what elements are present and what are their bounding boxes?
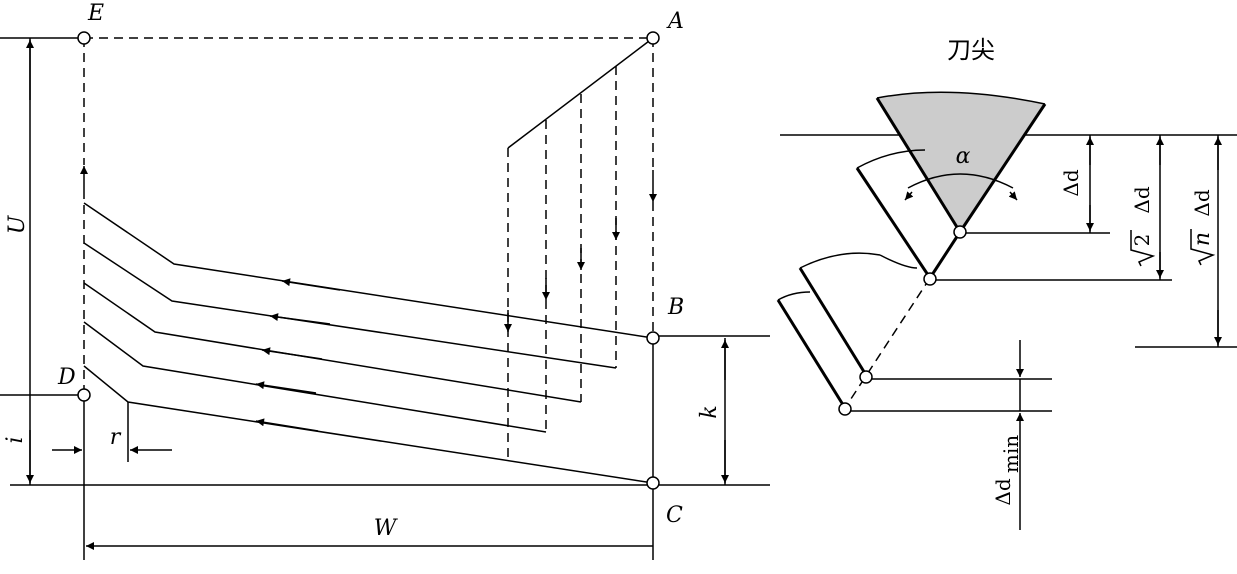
pass-arrow-1 [281,278,341,291]
r-label: r [110,425,122,450]
i-label: i [3,436,28,443]
final-pass [83,365,654,484]
tool-right-flank [958,103,1047,233]
tool-outline-1-right [928,231,962,279]
delta-d-label: Δd [1059,169,1083,196]
infeed-dashed-line [844,277,931,409]
tool-top-edge [876,91,1046,105]
tip-point-2 [923,272,937,286]
sqrt2-delta: Δd [1130,186,1154,213]
dmin-sub: min [999,435,1023,473]
infeed-diagonal [507,37,654,149]
sqrt2-label: 2 Δd [1130,186,1156,267]
sqrt2-radical-icon [1130,230,1156,267]
point-E [77,31,91,45]
dmin-main: Δd [991,478,1015,505]
label-E: E [87,1,104,26]
angle-arrow-left [904,191,914,201]
label-D: D [57,365,76,390]
sqrtn-coef: n [1190,232,1215,246]
tip-point-3 [859,370,873,384]
tip-point-4 [838,402,852,416]
k-label: k [697,405,722,418]
cutting-pass-2 [83,242,617,369]
cutting-pass-1 [83,202,654,339]
pass-arrow-2 [269,313,331,325]
angle-label: α [956,144,971,169]
angle-arrow-right [1008,191,1018,201]
U-label: U [5,214,30,234]
sqrtn-label: n Δd [1190,189,1216,266]
tool-tip-diagram: 刀尖 α [776,36,1237,530]
point-B [646,331,660,345]
tool-outline-2-flank [798,267,868,376]
sqrtn-radical-icon [1190,229,1216,266]
tip-point-1 [953,225,967,239]
label-C: C [666,503,683,528]
tool-outline-3-flank [776,299,847,409]
tool-outline-3-top [777,291,811,301]
tool-outline-2-notch [879,254,918,269]
tool-insert [877,92,1045,232]
tool-left-flank [875,97,962,233]
tool-tip-caption: 刀尖 [947,36,995,64]
pass-arrow-5 [255,418,319,432]
W-label: W [374,516,399,541]
pass-arrow-3 [261,347,323,360]
cutting-cycle-diagram: U i r k W E A B C D [0,1,770,560]
point-D [77,388,91,402]
tool-outline-1-top [856,149,926,169]
point-A [646,31,660,45]
angle-arc [907,173,1014,189]
label-B: B [667,295,684,320]
pass-arrow-4 [255,381,317,394]
point-C [646,476,660,490]
cutting-pass-3 [83,282,582,403]
sqrtn-delta: Δd [1190,189,1214,216]
tool-outline-1-flank [855,167,932,279]
sqrt2-coef: 2 [1130,234,1154,247]
label-A: A [666,9,684,34]
cutting-pass-4 [83,321,547,433]
tool-outline-2-top [799,252,881,269]
dmin-label: Δd min [991,435,1023,506]
